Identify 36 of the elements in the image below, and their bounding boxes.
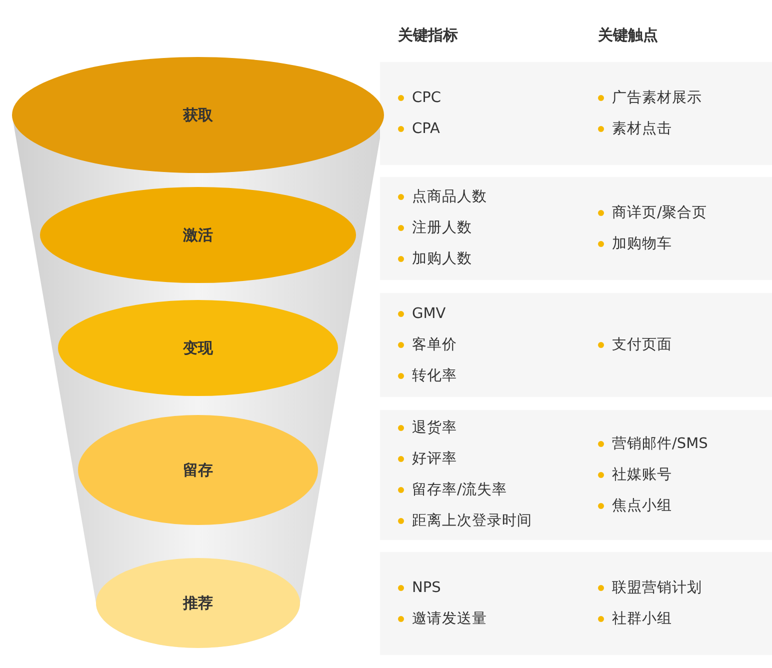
bullet-item: 商详页/聚合页: [598, 198, 707, 228]
stage-label: 变现: [183, 338, 213, 358]
row-band: [380, 410, 772, 540]
bullet-item: 转化率: [398, 360, 457, 392]
column-header: 关键指标: [398, 26, 458, 45]
bullet-item: 营销邮件/SMS: [598, 428, 708, 460]
row-band: [380, 177, 772, 280]
bullet-item: 点商品人数: [398, 182, 487, 213]
stage-label: 获取: [183, 106, 213, 124]
bullet-item: 焦点小组: [598, 490, 708, 522]
bullet-item: GMV: [398, 298, 457, 330]
stage-label: 推荐: [183, 594, 213, 612]
bullet-item: 注册人数: [398, 213, 487, 244]
stage-label: 留存: [183, 460, 213, 480]
bullet-item: 加购物车: [598, 228, 707, 260]
column-header: 关键触点: [598, 26, 658, 45]
bullet-item: 好评率: [398, 444, 532, 475]
row-band: [380, 62, 772, 165]
stage-label: 激活: [183, 226, 213, 244]
bullet-item: 加购人数: [398, 244, 487, 275]
bullet-item: 留存率/流失率: [398, 475, 532, 506]
bullet-item: 广告素材展示: [598, 82, 702, 114]
bullet-item: 联盟营销计划: [598, 572, 702, 604]
bullet-item: 社媒账号: [598, 460, 708, 490]
bullet-item: 素材点击: [598, 114, 702, 144]
bullet-item: 支付页面: [598, 330, 672, 360]
bullet-item: 客单价: [398, 330, 457, 360]
bullet-item: NPS: [398, 572, 487, 604]
row-band: [380, 552, 772, 655]
bullet-item: 距离上次登录时间: [398, 506, 532, 537]
bullet-item: 退货率: [398, 413, 532, 444]
bullet-item: 社群小组: [598, 604, 702, 634]
row-band: [380, 293, 772, 397]
bullet-item: CPC: [398, 82, 441, 114]
bullet-item: CPA: [398, 114, 441, 144]
bullet-item: 邀请发送量: [398, 604, 487, 634]
